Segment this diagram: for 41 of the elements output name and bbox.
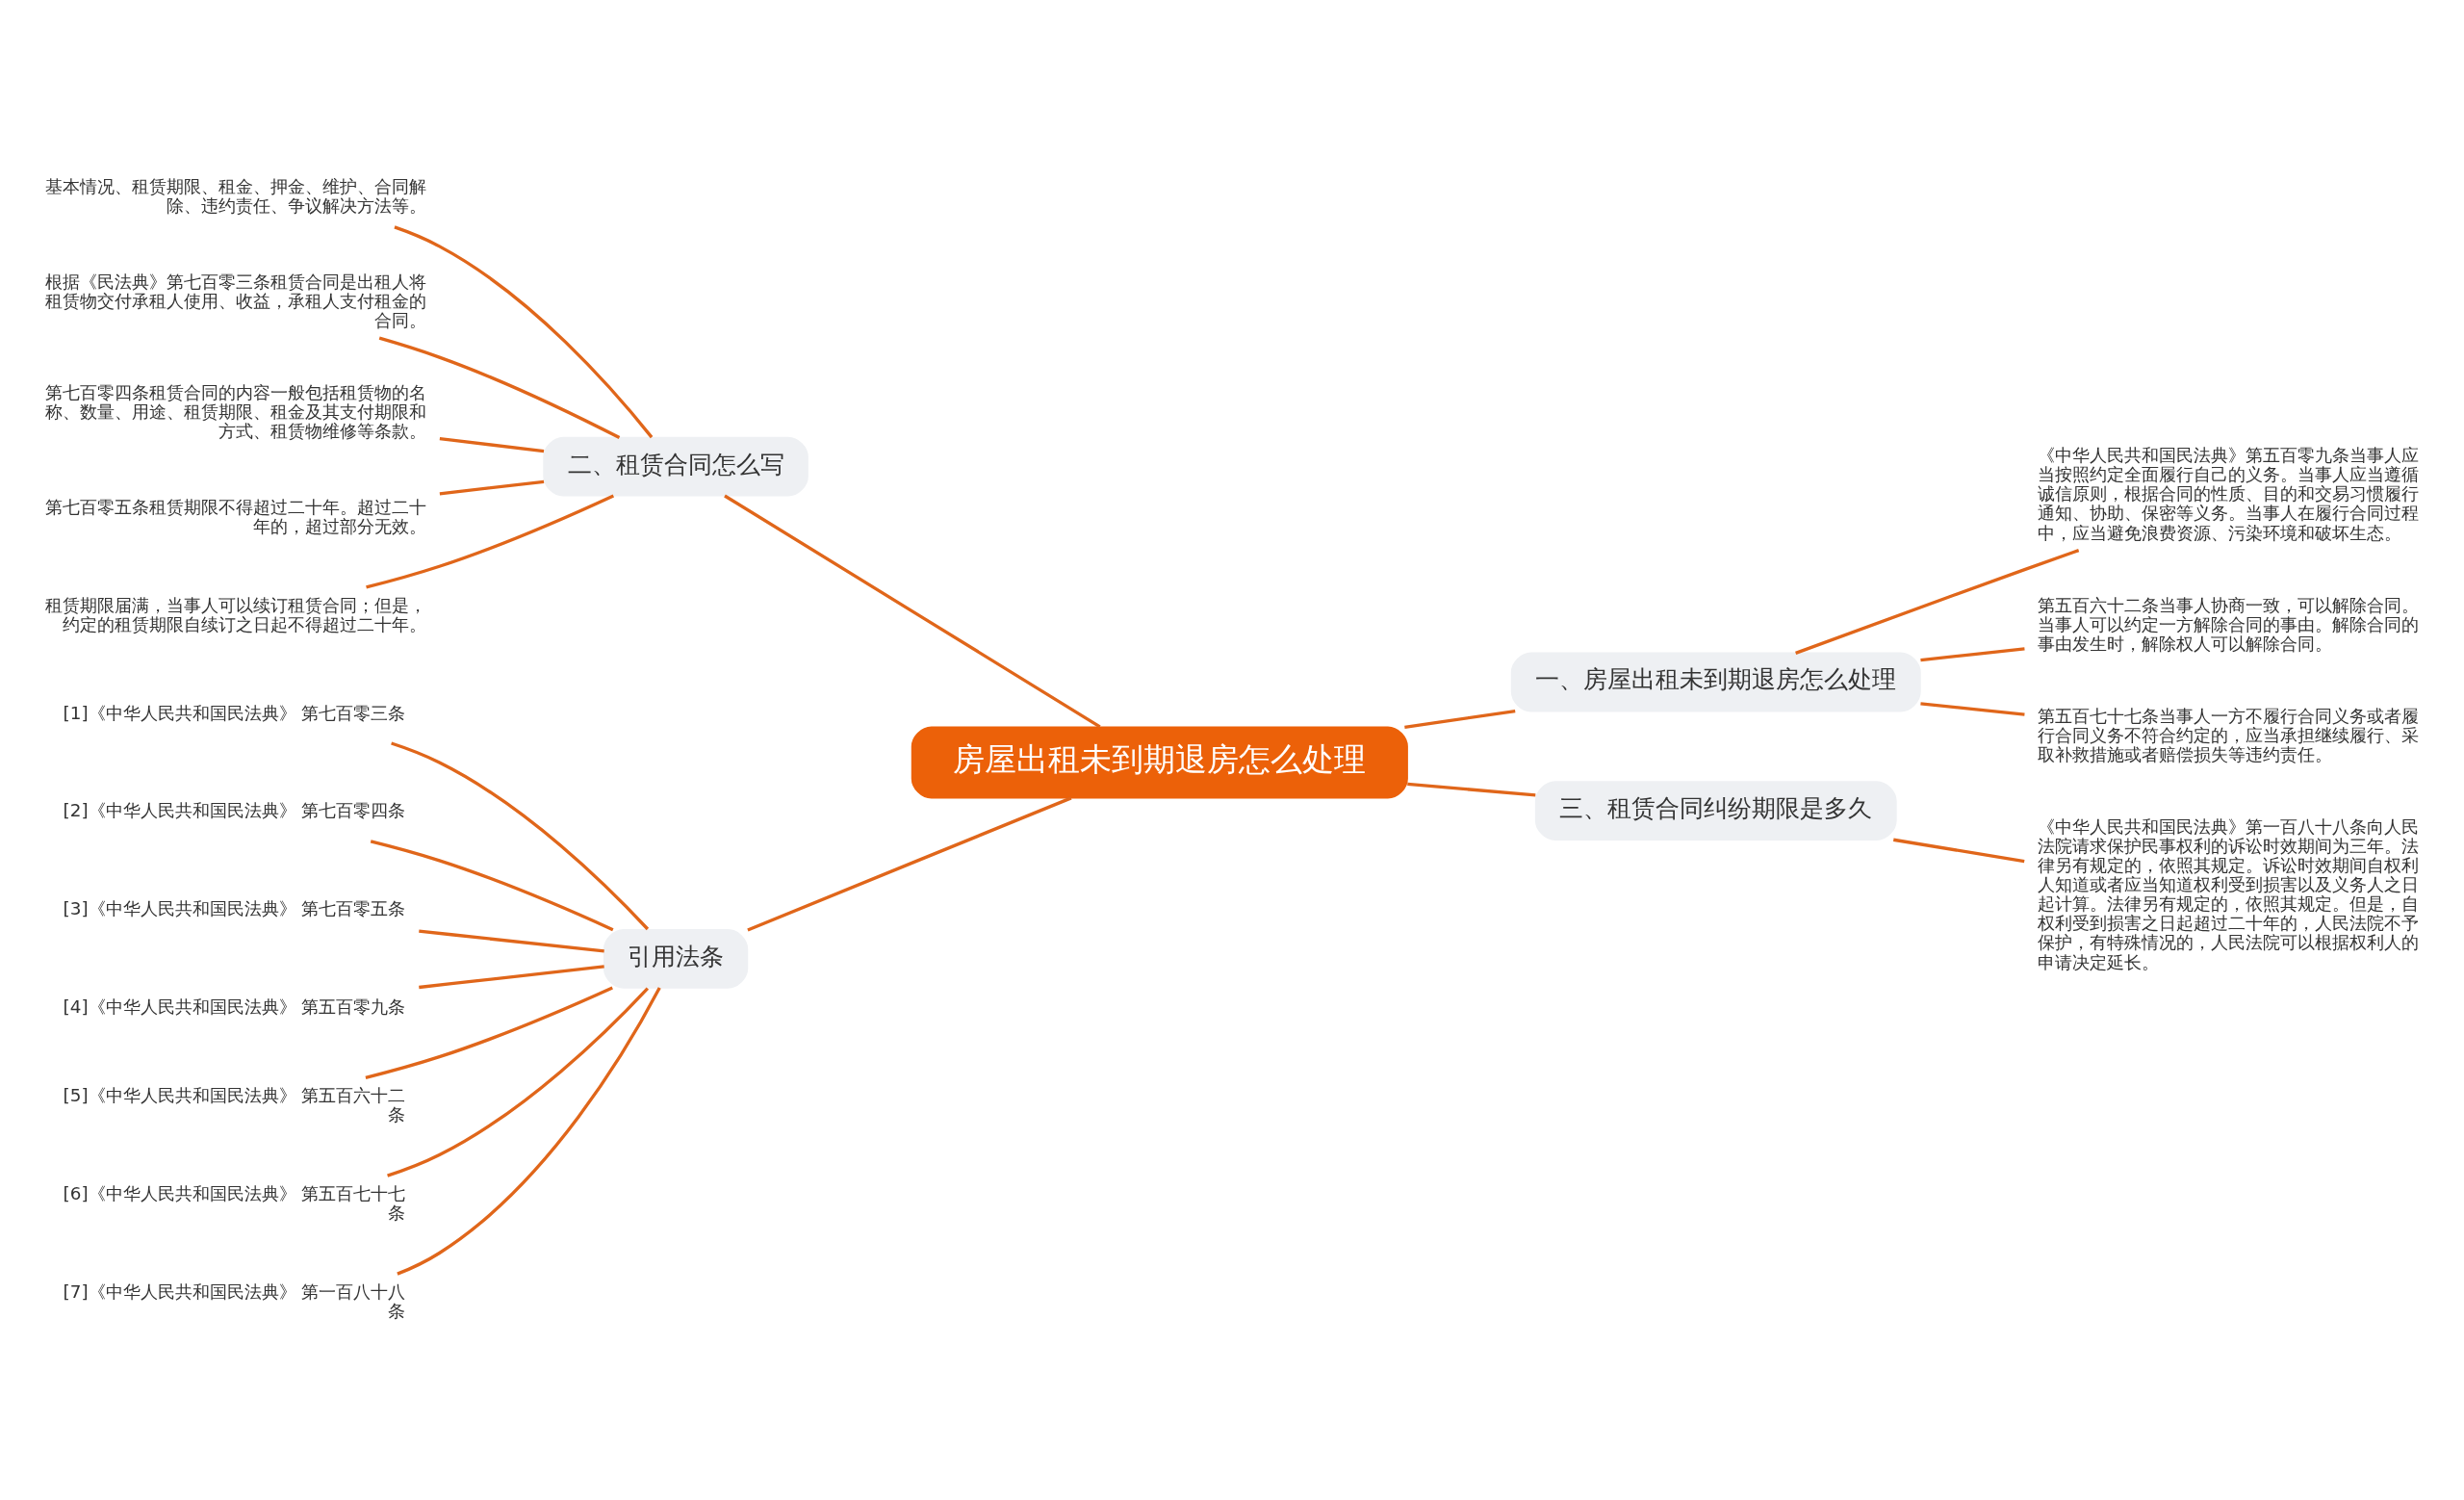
connector — [419, 964, 604, 989]
node-text: 第五百六十二条当事人协商一致，可以解除合同。当事人可以约定一方解除合同的事由。解除合同的事由发生时，解除权人可以解除合同。 — [2037, 594, 2419, 654]
node-text: [3]《中华人民共和国民法典》 第七百零五条 — [63, 897, 406, 918]
connector — [1920, 646, 2025, 661]
connector — [370, 839, 614, 931]
connector — [1404, 709, 1516, 729]
connector — [378, 336, 621, 439]
node-text: [6]《中华人民共和国民法典》 第五百七十七条 — [63, 1182, 406, 1223]
connector — [397, 986, 661, 1276]
node-box: 三、租赁合同纠纷期限是多久 — [1534, 780, 1897, 841]
node-text: 租赁期限届满，当事人可以续订租赁合同；但是，约定的租赁期限自续订之日起不得超过二十年。 — [45, 594, 427, 634]
connector — [747, 795, 1072, 931]
connector — [439, 436, 545, 453]
node-box: 一、房屋出租未到期退房怎么处理 — [1510, 652, 1921, 711]
connector — [387, 986, 650, 1177]
node-text: 《中华人民共和国民法典》第五百零九条当事人应当按照约定全面履行自己的义务。当事人应当遵循诚信原则，根据合同的性质、目的和交易习惯履行通知、协助、保密等义务。当事人在履行合同过程中，应当避免浪费资源、污染环境和破坏生态。 — [2037, 444, 2419, 543]
node-text: [4]《中华人民共和国民法典》 第五百零九条 — [63, 996, 406, 1017]
node-text: 第五百七十七条当事人一方不履行合同义务或者履行合同义务不符合约定的，应当承担继续履行、采取补救措施或者赔偿损失等违约责任。 — [2037, 705, 2419, 764]
connector — [724, 494, 1101, 728]
node-box: 房屋出租未到期退房怎么处理 — [911, 725, 1408, 799]
node-box: 二、租赁合同怎么写 — [543, 436, 808, 497]
node-text: 第七百零五条租赁期限不得超过二十年。超过二十年的，超过部分无效。 — [45, 496, 427, 536]
connector — [439, 479, 545, 495]
connector — [1407, 782, 1536, 797]
connector — [1920, 701, 2025, 716]
connector — [365, 985, 613, 1079]
node-text: 基本情况、租赁期限、租金、押金、维护、合同解除、违约责任、争议解决方法等。 — [45, 175, 427, 216]
connector — [394, 224, 654, 438]
node-text: [1]《中华人民共和国民法典》 第七百零三条 — [63, 702, 406, 723]
connector — [366, 493, 615, 589]
connector — [419, 928, 604, 953]
node-text: [2]《中华人民共和国民法典》 第七百零四条 — [63, 799, 406, 820]
connector — [391, 740, 650, 930]
connector — [1795, 548, 2080, 655]
node-text: 《中华人民共和国民法典》第一百八十八条向人民法院请求保护民事权利的诉讼时效期间为三年。法律另有规定的，依照其规定。诉讼时效期间自权利人知道或者应当知道权利受到损害以及义务人之日起计算。法律另有规定的，依照其规定。但是，自权利受到损害之日起超过二十年的，人民法院不予保护，有特殊情况的，人民法院可以根据权利人的申请决定延长。 — [2037, 815, 2419, 971]
node-text: 根据《民法典》第七百零三条租赁合同是出租人将租赁物交付承租人使用、收益，承租人支付租金的合同。 — [45, 271, 427, 330]
node-text: 第七百零四条租赁合同的内容一般包括租赁物的名称、数量、用途、租赁期限、租金及其支付期限和方式、租赁物维修等条款。 — [45, 381, 427, 441]
node-text: [5]《中华人民共和国民法典》 第五百六十二条 — [63, 1084, 406, 1125]
node-text: [7]《中华人民共和国民法典》 第一百八十八条 — [63, 1280, 406, 1321]
node-box: 引用法条 — [603, 928, 749, 989]
connector — [1893, 838, 2025, 863]
